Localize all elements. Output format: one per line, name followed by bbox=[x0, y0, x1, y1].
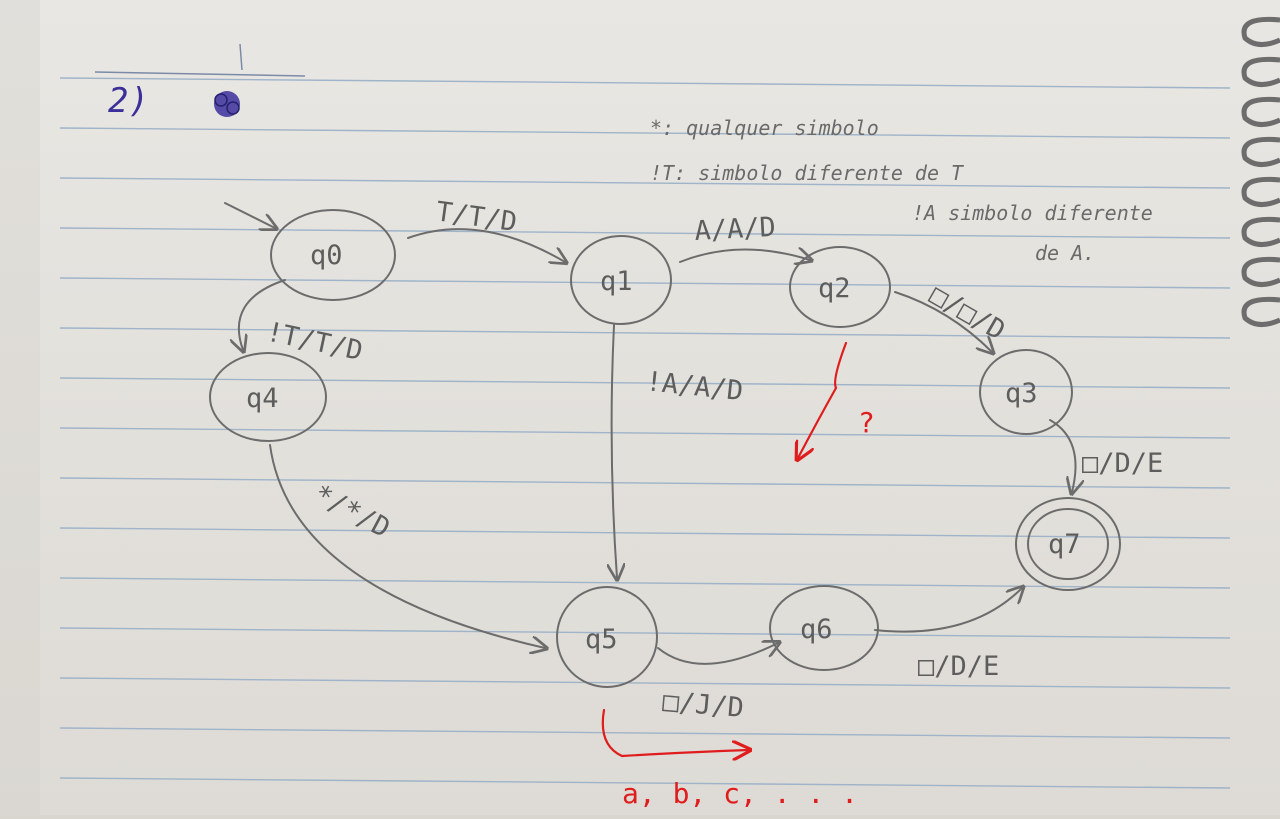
state-label: q2 bbox=[818, 273, 851, 304]
spiral-ring bbox=[1241, 136, 1280, 167]
label-q0-q4: !T/T/D bbox=[264, 317, 366, 368]
states: q0 q1 q2 q3 q4 q5 q6 q7 bbox=[209, 209, 1121, 688]
state-label: q6 bbox=[800, 614, 833, 645]
alphabet-note: a, b, c, . . . bbox=[622, 777, 858, 810]
edge-labels: T/T/D A/A/D □/□/D □/D/E !T/T/D !A/A/D */… bbox=[264, 196, 1164, 724]
state-label: q5 bbox=[585, 624, 618, 655]
spiral-ring bbox=[1241, 296, 1280, 327]
edge-q1-q2 bbox=[679, 249, 810, 262]
state-q7: q7 bbox=[1015, 497, 1121, 591]
ruled-lines bbox=[59, 77, 1231, 789]
rule-line bbox=[59, 377, 1231, 389]
legend-line-1: *: qualquer simbolo bbox=[650, 116, 879, 140]
red-annotations: ? a, b, c, . . . bbox=[601, 341, 875, 810]
legend-line-3: !A simbolo diferente bbox=[912, 201, 1153, 225]
edge-q2-q3 bbox=[894, 291, 992, 352]
red-arrow-alphabet bbox=[601, 708, 748, 756]
state-q4: q4 bbox=[209, 352, 327, 442]
edge-q5-q6 bbox=[657, 643, 778, 665]
rule-line bbox=[59, 177, 1231, 189]
rule-line bbox=[59, 727, 1231, 739]
label-q3-q7: □/D/E bbox=[1082, 448, 1163, 479]
edge-q0-q4 bbox=[239, 279, 286, 350]
rule-line bbox=[59, 777, 1231, 789]
rule-line bbox=[59, 227, 1231, 239]
question-mark: ? bbox=[858, 406, 875, 439]
rule-line bbox=[59, 427, 1231, 439]
start-arrow bbox=[224, 202, 275, 228]
spiral-ring bbox=[1241, 16, 1280, 47]
problem-number-text: 2) bbox=[108, 81, 149, 121]
edge-q1-q5 bbox=[612, 324, 617, 578]
state-q5: q5 bbox=[556, 586, 658, 688]
rule-line bbox=[59, 677, 1231, 689]
problem-number: 2) bbox=[94, 43, 306, 121]
state-q2: q2 bbox=[789, 246, 891, 328]
spiral-ring bbox=[1241, 56, 1280, 87]
state-q6: q6 bbox=[769, 585, 879, 671]
rule-line bbox=[59, 77, 1231, 89]
spiral-ring bbox=[1241, 256, 1280, 287]
state-label: q7 bbox=[1048, 529, 1081, 560]
rule-line bbox=[59, 477, 1231, 489]
rule-line bbox=[59, 527, 1231, 539]
spiral-ring bbox=[1241, 96, 1280, 127]
page-margin bbox=[0, 0, 40, 815]
rule-line bbox=[59, 327, 1231, 339]
state-q0: q0 bbox=[270, 209, 396, 301]
rule-line bbox=[59, 577, 1231, 589]
label-q2-q3: □/□/D bbox=[925, 279, 1011, 346]
label-q5-q6: □/J/D bbox=[661, 686, 745, 724]
state-label: q3 bbox=[1005, 378, 1038, 409]
state-label: q1 bbox=[600, 266, 633, 297]
label-q1-q2: A/A/D bbox=[694, 212, 777, 247]
legend: *: qualquer simbolo !T: simbolo diferent… bbox=[650, 116, 1153, 265]
edge-q3-q7 bbox=[1049, 419, 1076, 492]
state-q3: q3 bbox=[979, 349, 1073, 435]
legend-line-4: de A. bbox=[1035, 241, 1095, 265]
spiral-ring bbox=[1241, 176, 1280, 207]
legend-line-2: !T: simbolo diferente de T bbox=[650, 161, 965, 185]
label-q4-q5: */*/D bbox=[309, 479, 395, 545]
edge-q4-q5 bbox=[269, 444, 545, 648]
rule-line bbox=[59, 277, 1231, 289]
state-label: q4 bbox=[246, 383, 279, 414]
scribble-icon bbox=[214, 91, 240, 117]
state-q1: q1 bbox=[570, 235, 672, 325]
edge-q6-q7 bbox=[874, 588, 1022, 633]
label-q1-q5: !A/A/D bbox=[644, 366, 744, 407]
edges bbox=[224, 202, 1076, 665]
spiral-ring bbox=[1241, 216, 1280, 247]
state-label: q0 bbox=[310, 240, 343, 271]
spiral-binding bbox=[1241, 16, 1280, 327]
rule-line bbox=[59, 627, 1231, 639]
rule-line bbox=[59, 127, 1231, 139]
red-arrow-question bbox=[798, 341, 848, 458]
label-q6-q7: □/D/E bbox=[918, 651, 999, 682]
edge-q0-q1 bbox=[407, 228, 565, 262]
